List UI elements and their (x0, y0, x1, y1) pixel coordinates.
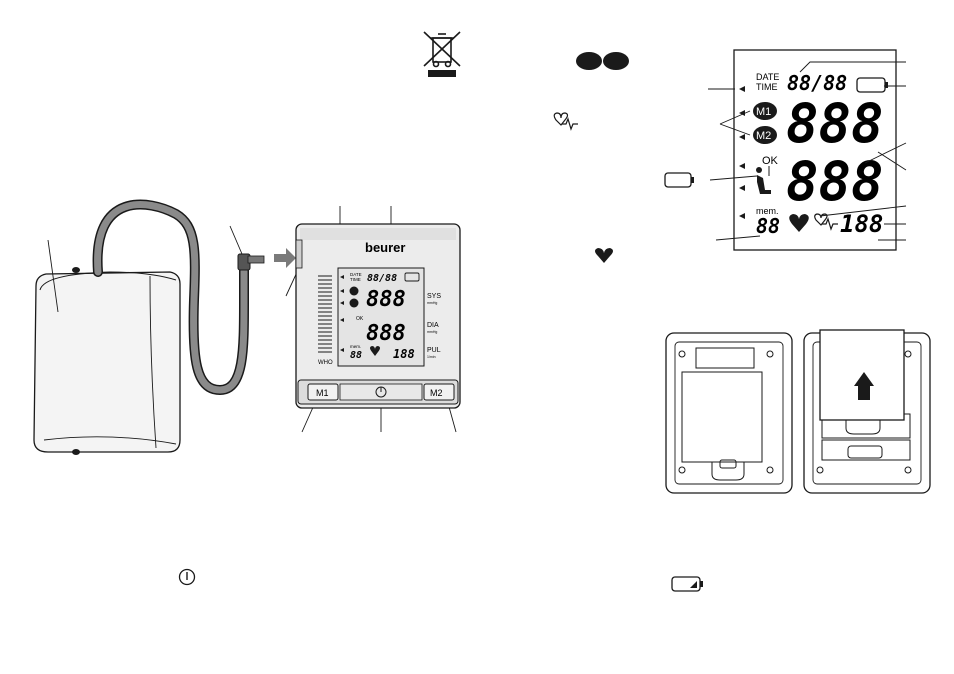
mem-label: mem. (756, 206, 779, 216)
small-m2-badge (349, 298, 359, 308)
small-dia-digits: 888 (366, 321, 406, 346)
posture-icon (756, 166, 771, 194)
large-arrhythmia-icon (814, 213, 838, 231)
cuff-tube (92, 199, 265, 396)
slide-up-arrow-icon (854, 372, 874, 386)
m1-button-label: M1 (316, 388, 329, 398)
small-m1-badge (349, 286, 359, 296)
small-indicator-arrows (340, 275, 344, 352)
callout-lines-right (708, 61, 907, 241)
pul-unit: 1/min (427, 355, 436, 359)
power-symbol-icon (178, 568, 196, 586)
who-scale (318, 275, 332, 353)
power-button[interactable] (339, 383, 423, 401)
battery-empty-icon (671, 576, 703, 592)
sys-unit: mmHg (427, 301, 437, 305)
m2-button-label: M2 (430, 388, 443, 398)
heart-icon (595, 248, 613, 263)
small-sys-digits: 888 (366, 287, 406, 312)
battery-compartment-open (665, 332, 793, 494)
small-date-label: DATE (350, 272, 362, 277)
brand-logo: beurer (365, 240, 405, 255)
small-ok-label: OK (356, 316, 364, 322)
ok-label: OK (762, 155, 779, 167)
sys-label: SYS (427, 293, 441, 300)
m2-badge: M2 (753, 126, 777, 144)
pulse-digits: 188 (840, 210, 883, 238)
monitor-device: WHO beurer DATE TIME 88/88 888 OK 888 me… (295, 223, 461, 409)
battery-pair-icon (576, 52, 629, 70)
small-mem-label: mem. (350, 344, 361, 349)
insert-arrow-icon (274, 248, 296, 268)
who-label: WHO (318, 360, 333, 366)
mem-digits: 88 (756, 214, 780, 238)
small-battery-icon (404, 272, 420, 282)
pul-label: PUL (427, 347, 441, 354)
svg-text:M2: M2 (756, 130, 771, 142)
sys-digits: 888 (786, 92, 884, 155)
m1-button[interactable]: M1 (307, 383, 339, 401)
small-time-label: TIME (350, 277, 361, 282)
svg-text:M1: M1 (756, 106, 771, 118)
small-heart-icon (370, 346, 380, 356)
large-display: DATE TIME 88/88 M1 M2 888 OK 888 mem. 88… (733, 49, 897, 251)
battery-low-icon (664, 172, 694, 188)
small-pulse-digits: 188 (393, 347, 415, 361)
dia-unit: mmHg (427, 330, 437, 334)
large-indicator-arrows (739, 86, 745, 219)
time-label: TIME (756, 82, 778, 92)
date-digits: 88/88 (787, 71, 847, 95)
small-date-digits: 88/88 (367, 273, 397, 284)
cuff-illustration (33, 267, 181, 455)
battery-compartment-lid (803, 329, 931, 494)
dia-digits: 888 (786, 150, 884, 213)
pulse-heart-icon (789, 214, 809, 232)
weee-bin-icon (423, 31, 461, 77)
small-mem-digits: 88 (350, 350, 362, 361)
m2-button[interactable]: M2 (423, 383, 455, 401)
date-label: DATE (756, 72, 779, 82)
m1-badge: M1 (753, 102, 777, 120)
arrhythmia-icon (553, 112, 578, 131)
dia-label: DIA (427, 322, 439, 329)
